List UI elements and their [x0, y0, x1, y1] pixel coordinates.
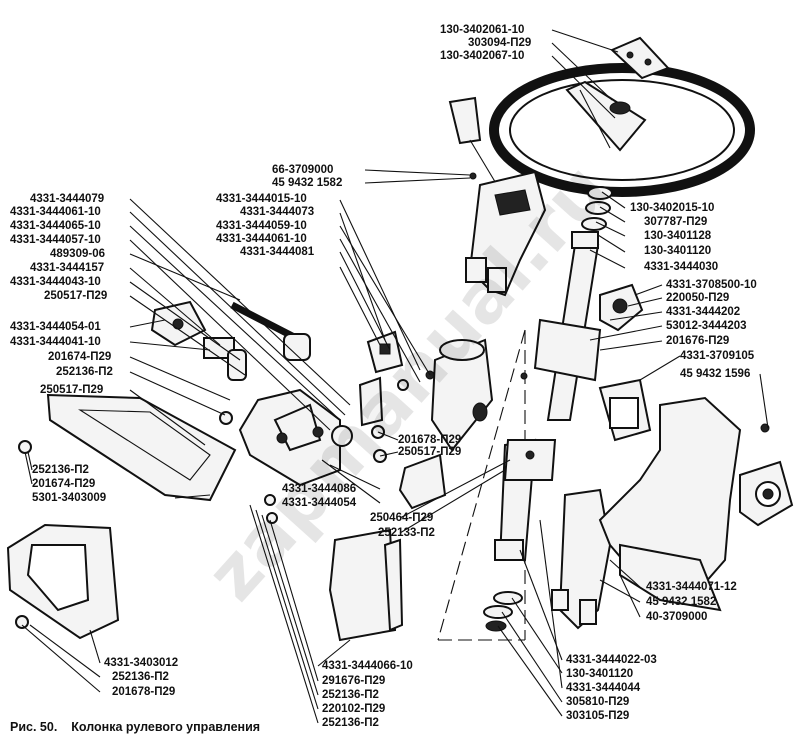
lower-housing — [551, 488, 612, 630]
label: 4331-3444015-10 — [216, 193, 307, 205]
label: 4331-3444061-10 — [216, 233, 307, 245]
label: 305810-П29 — [566, 696, 630, 708]
label: 250517-П29 — [40, 384, 104, 396]
figure-number: Рис. 50. — [10, 720, 58, 734]
label: 303094-П29 — [468, 37, 532, 49]
label: 130-3401120 — [566, 668, 634, 680]
figure-title: Колонка рулевого управления — [71, 720, 261, 734]
leader-lines — [21, 29, 769, 724]
label: 130-3402061-10 — [440, 24, 525, 36]
figure-caption: Рис. 50. Колонка рулевого управления — [10, 720, 274, 734]
label: 66-3709000 — [272, 164, 334, 176]
ignition-lock — [739, 460, 794, 527]
label: 201678-П29 — [112, 686, 176, 698]
label: 45 9432 1596 — [680, 368, 751, 380]
label: 201678-П29 — [398, 434, 462, 446]
label: 250517-П29 — [398, 446, 462, 458]
label: 201674-П29 — [48, 351, 112, 363]
label: 130-3401120 — [644, 245, 712, 257]
label: 40-3709000 — [646, 611, 708, 623]
label: 4331-3444071-12 — [646, 581, 737, 593]
label: 250517-П29 — [44, 290, 108, 302]
clip-bracket — [358, 330, 404, 427]
column-housing — [598, 378, 742, 612]
label: 4331-3444079 — [30, 193, 105, 205]
horn-cap — [610, 36, 670, 80]
ignition-switch — [599, 283, 644, 332]
label: 4331-3709105 — [680, 350, 755, 362]
label: 4331-3403012 — [104, 657, 179, 669]
steering-wheel — [489, 63, 755, 197]
label: 45 9432 1582 — [272, 177, 343, 189]
label: 4331-3444061-10 — [10, 206, 101, 218]
intermediate-shaft — [483, 438, 557, 632]
label: 4331-3708500-10 — [666, 279, 757, 291]
label: 45 9432 1582 — [646, 596, 717, 608]
label: 4331-3444041-10 — [10, 336, 101, 348]
label: 250464-П29 — [370, 512, 434, 524]
cover-plate — [328, 528, 404, 642]
label: 4331-3444202 — [666, 306, 741, 318]
guide-frame — [437, 329, 526, 641]
label: 130-3402067-10 — [440, 50, 525, 62]
label: 5301-3403009 — [32, 492, 107, 504]
label: 53012-3444203 — [666, 320, 747, 332]
label: 220102-П29 — [322, 703, 386, 715]
label: 130-3402015-10 — [630, 202, 715, 214]
label: 489309-06 — [50, 248, 105, 260]
label: 303105-П29 — [566, 710, 630, 722]
switch-assembly — [465, 170, 547, 297]
label: 252136-П2 — [322, 689, 379, 701]
mounting-bracket — [238, 388, 353, 487]
label: 4331-3444030 — [644, 261, 719, 273]
bracket-tube — [430, 338, 494, 452]
trim-frame — [6, 523, 120, 640]
label: 4331-3444081 — [240, 246, 315, 258]
label: 4331-3444057-10 — [10, 234, 101, 246]
label: 252136-П2 — [112, 671, 169, 683]
label: 201676-П29 — [666, 335, 730, 347]
label: 4331-3444157 — [30, 262, 105, 274]
long-bolt — [230, 301, 311, 361]
label: 252136-П2 — [322, 717, 379, 729]
label: 201674-П29 — [32, 478, 96, 490]
lock-knob — [398, 453, 447, 510]
label: 4331-3444059-10 — [216, 220, 307, 232]
label: 220050-П29 — [666, 292, 730, 304]
label: 252136-П2 — [56, 366, 113, 378]
label: 252133-П2 — [378, 527, 435, 539]
label: 4331-3444066-10 — [322, 660, 413, 672]
label: 4331-3444054 — [282, 497, 357, 509]
adjust-knob — [150, 300, 247, 381]
label: 252136-П2 — [32, 464, 89, 476]
upper-shaft — [533, 231, 602, 421]
label: 4331-3444054-01 — [10, 321, 101, 333]
label: 307787-П29 — [644, 216, 708, 228]
label: 4331-3444065-10 — [10, 220, 101, 232]
label: 4331-3444043-10 — [10, 276, 101, 288]
bushings — [581, 186, 613, 231]
label: 130-3401128 — [644, 230, 712, 242]
label: 4331-3444073 — [240, 206, 315, 218]
label: 4331-3444086 — [282, 483, 357, 495]
label: 291676-П29 — [322, 675, 386, 687]
switch-lever — [448, 96, 501, 191]
label: 4331-3444022-03 — [566, 654, 657, 666]
label: 4331-3444044 — [566, 682, 641, 694]
